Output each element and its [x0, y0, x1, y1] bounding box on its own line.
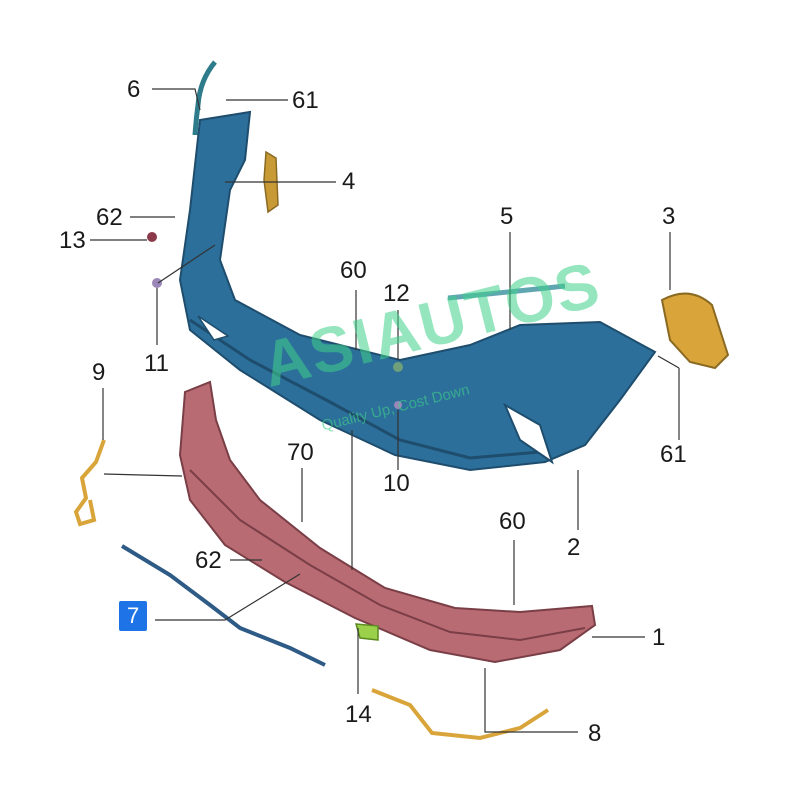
callout-14: 14 — [345, 701, 372, 728]
callout-62-top: 62 — [96, 204, 123, 231]
callout-12: 12 — [383, 280, 410, 307]
callout-1: 1 — [652, 624, 666, 651]
callout-7-highlighted: 7 — [119, 601, 148, 631]
callout-13: 13 — [59, 227, 86, 254]
callout-61-top: 61 — [292, 87, 319, 114]
callout-5: 5 — [500, 203, 514, 230]
trim-strip-6 — [192, 60, 217, 136]
bracket-14 — [354, 623, 379, 641]
clip-11 — [152, 278, 162, 288]
callout-10: 10 — [383, 470, 410, 497]
upper-cover-lower-lip — [189, 318, 541, 460]
callout-70: 70 — [287, 439, 314, 466]
clip-13 — [147, 232, 157, 242]
callout-60-top: 60 — [340, 257, 367, 284]
bracket-3 — [660, 292, 730, 370]
upper-bumper-cover — [178, 110, 657, 472]
callout-61-right: 61 — [660, 441, 687, 468]
callout-3: 3 — [662, 203, 676, 230]
callout-60-right: 60 — [499, 508, 526, 535]
callout-62-bottom: 62 — [195, 547, 222, 574]
trim-strip-7 — [120, 544, 326, 667]
callout-4: 4 — [342, 168, 356, 195]
bracket-8 — [371, 688, 550, 741]
clip-10 — [394, 401, 402, 409]
callout-8: 8 — [588, 720, 602, 747]
trim-strip-5 — [447, 283, 566, 301]
clip-12 — [393, 362, 403, 372]
lower-cover-ridge — [189, 469, 586, 642]
bracket-9 — [73, 439, 106, 527]
callout-6: 6 — [127, 76, 141, 103]
callout-2: 2 — [567, 534, 581, 561]
upper-cover-left-vent — [197, 315, 230, 341]
leader-lines — [90, 88, 680, 733]
callout-11: 11 — [144, 350, 169, 377]
callout-9: 9 — [92, 359, 106, 386]
upper-cover-right-vent — [502, 402, 554, 465]
